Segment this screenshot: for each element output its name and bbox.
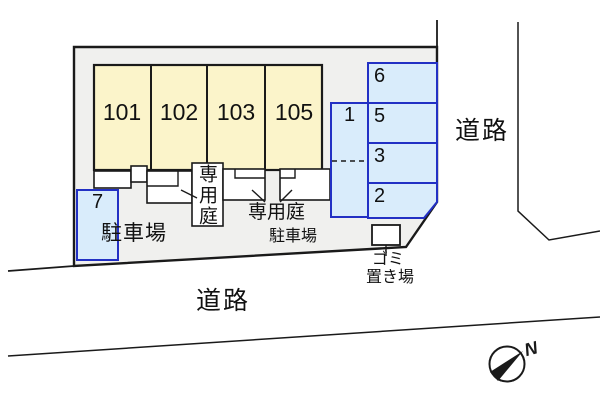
unit-105-label: 105 — [274, 99, 314, 125]
unit-103-label: 103 — [216, 99, 256, 125]
parking-space-2 — [367, 182, 438, 219]
garden-leader-line-left — [180, 189, 198, 199]
parking-7-number: 7 — [91, 191, 104, 213]
parking-lot-label-left: 駐車場 — [101, 222, 167, 245]
garden-leader-line-right — [279, 189, 293, 203]
unit-101-label: 101 — [102, 99, 142, 125]
garden-unit105 — [279, 168, 331, 201]
garbage-area-label-line1: ゴミ — [372, 251, 405, 268]
road-near-edge-left — [7, 265, 75, 272]
parking-5-number: 5 — [374, 105, 386, 127]
parking-space-3 — [367, 142, 438, 184]
road-far-edge-bottom — [7, 316, 600, 357]
garbage-box — [371, 224, 401, 246]
garden-unit102-step-line — [147, 171, 179, 187]
parking-space-7 — [76, 189, 119, 261]
compass-icon: N — [488, 337, 541, 383]
garden-unit102 — [146, 170, 193, 204]
road-far-edge-right — [517, 22, 600, 241]
compass-north-label: N — [522, 337, 541, 360]
unit-102-label: 102 — [159, 99, 199, 125]
garden-unit105-step-line — [280, 169, 296, 179]
parking-6-number: 6 — [374, 65, 386, 87]
parking-2-number: 2 — [374, 185, 386, 207]
garden-unit103-step-line — [234, 169, 265, 179]
parking-3-number: 3 — [374, 145, 386, 167]
garden-leader-line-mid — [251, 189, 266, 203]
parking-space-6 — [367, 62, 438, 104]
parking-space-1 — [330, 102, 369, 218]
road-label-bottom: 道路 — [196, 287, 251, 315]
parking-lot-label-right: 駐車場 — [269, 228, 318, 245]
compass-needle — [490, 351, 523, 381]
private-garden-label-horizontal: 専用庭 — [248, 202, 306, 223]
garbage-area-label-line2: 置き場 — [366, 269, 415, 286]
road-label-right: 道路 — [455, 117, 510, 145]
parking-1-number: 1 — [343, 104, 356, 126]
private-garden-label-vertical: 専用庭 — [196, 164, 217, 227]
